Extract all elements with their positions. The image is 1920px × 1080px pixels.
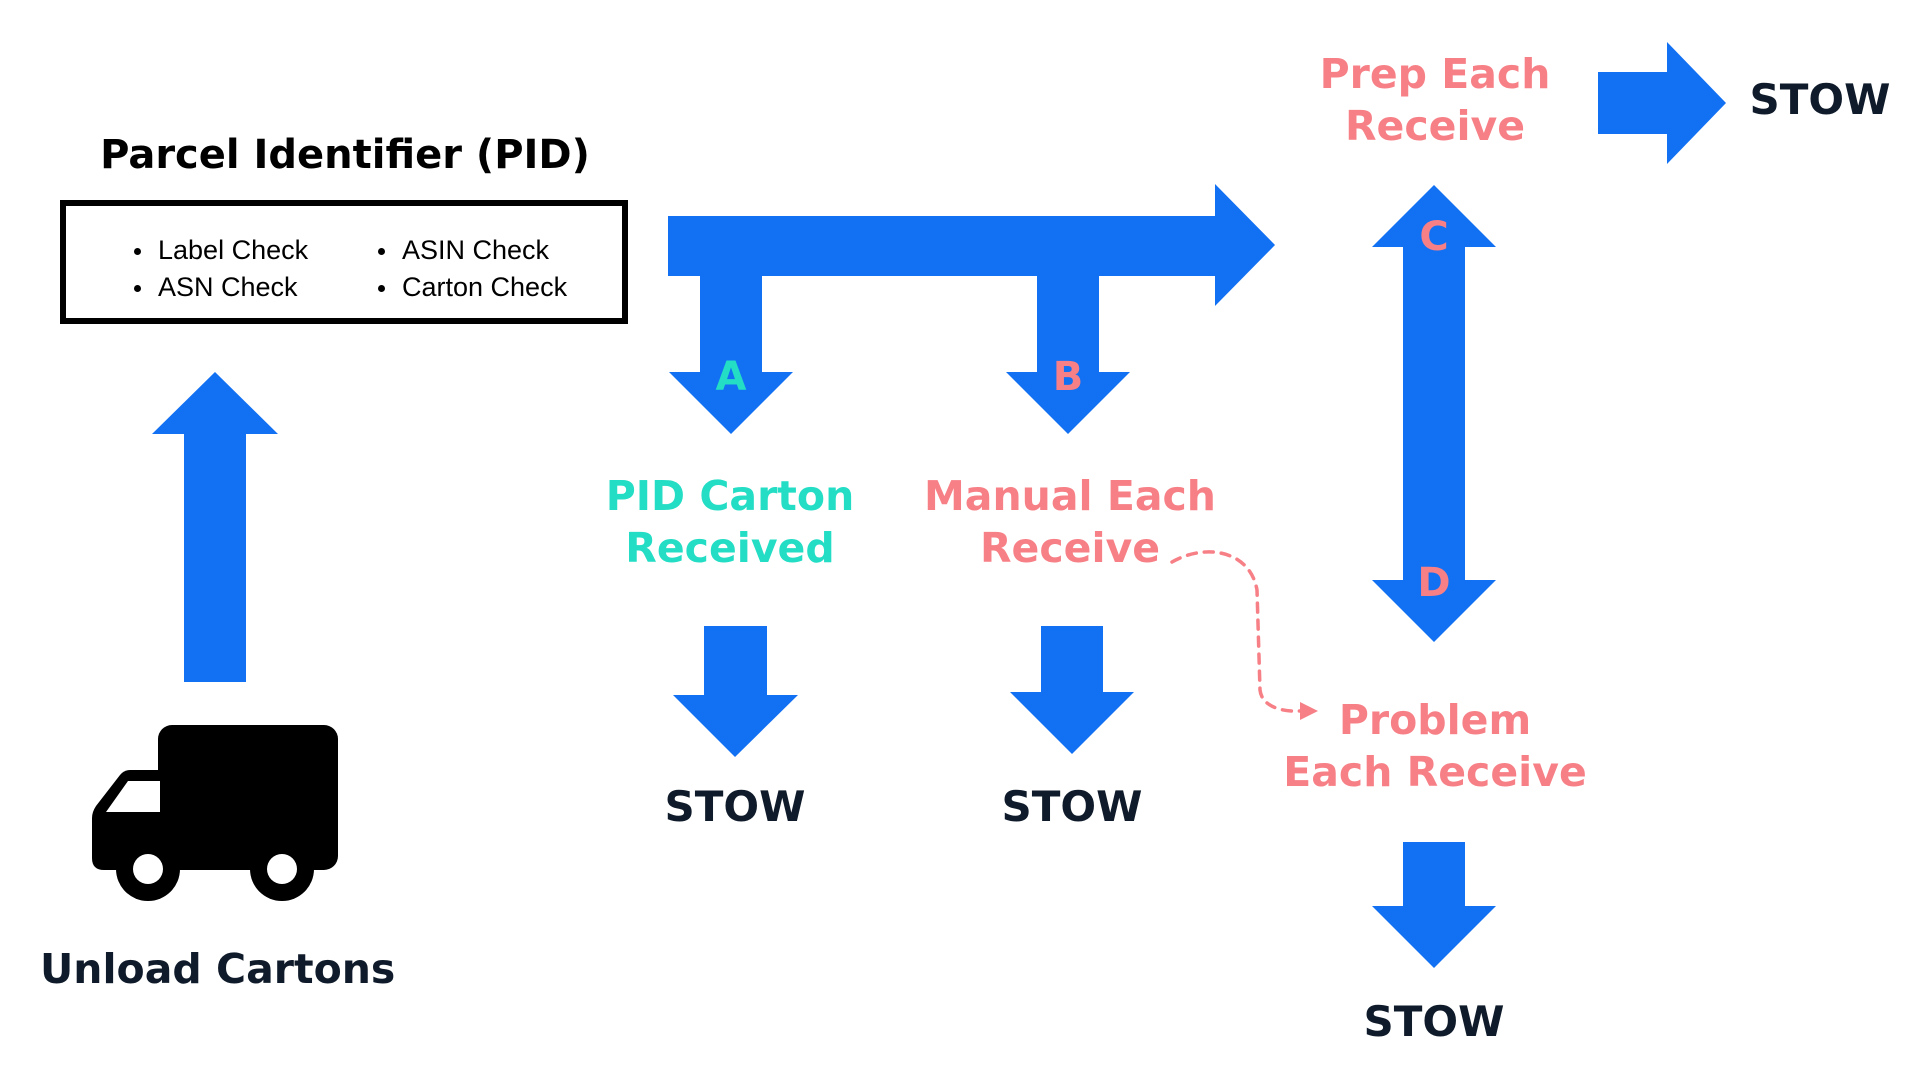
pid-checks-box: Label Check ASN Check ASIN Check Carton … xyxy=(60,200,628,324)
stow-label-a: STOW xyxy=(664,782,806,831)
branch-c-letter: C xyxy=(1419,214,1449,260)
unload-cartons-label: Unload Cartons xyxy=(40,945,396,993)
check-item: ASN Check xyxy=(132,269,308,306)
stow-label-c: STOW xyxy=(1749,75,1891,124)
branch-d-title-line1: Problem xyxy=(1338,696,1532,744)
branch-d-title-line2: Each Receive xyxy=(1283,748,1587,797)
branch-c-title: Prep Each Receive xyxy=(1270,48,1600,153)
branch-d-title: Problem Each Receive xyxy=(1250,694,1620,799)
arrow-truck-to-pid xyxy=(152,372,278,682)
branch-b-title: Manual Each Receive xyxy=(880,470,1260,575)
dashed-connector-arrowhead xyxy=(1300,702,1318,720)
branch-a-letter: A xyxy=(715,354,747,400)
truck-window xyxy=(106,781,160,812)
arrow-d-to-stow xyxy=(1372,842,1496,968)
branch-b-title-line1: Manual Each xyxy=(923,472,1216,520)
check-item: Label Check xyxy=(132,232,308,269)
pid-checks-right: ASIN Check Carton Check xyxy=(376,232,567,306)
check-item: ASIN Check xyxy=(376,232,567,269)
branch-c-title-line1: Prep Each xyxy=(1319,50,1551,98)
arrow-pid-to-c xyxy=(668,184,1275,306)
pid-title: Parcel Identifier (PID) xyxy=(100,132,590,178)
stow-label-b: STOW xyxy=(1001,782,1143,831)
arrow-branch-a xyxy=(669,270,793,434)
branch-c-title-line2: Receive xyxy=(1344,102,1526,151)
arrow-c-to-stow xyxy=(1598,42,1726,164)
branch-a-title-line1: PID Carton xyxy=(605,472,855,520)
truck-wheels xyxy=(116,837,314,901)
dashed-connector-b-to-d xyxy=(1170,550,1302,713)
arrow-b-to-stow xyxy=(1010,626,1134,754)
branch-b-letter: B xyxy=(1052,354,1084,400)
check-item: Carton Check xyxy=(376,269,567,306)
branch-a-title: PID Carton Received xyxy=(560,470,900,575)
stow-label-d: STOW xyxy=(1363,997,1505,1046)
branch-b-title-line2: Receive xyxy=(979,524,1161,573)
arrow-branch-b xyxy=(1006,270,1130,434)
arrow-c-d-vertical xyxy=(1372,185,1496,642)
arrow-a-to-stow xyxy=(673,626,798,757)
branch-d-letter: D xyxy=(1417,560,1451,606)
branch-a-title-line2: Received xyxy=(625,524,835,573)
pid-checks-left: Label Check ASN Check xyxy=(132,232,308,306)
